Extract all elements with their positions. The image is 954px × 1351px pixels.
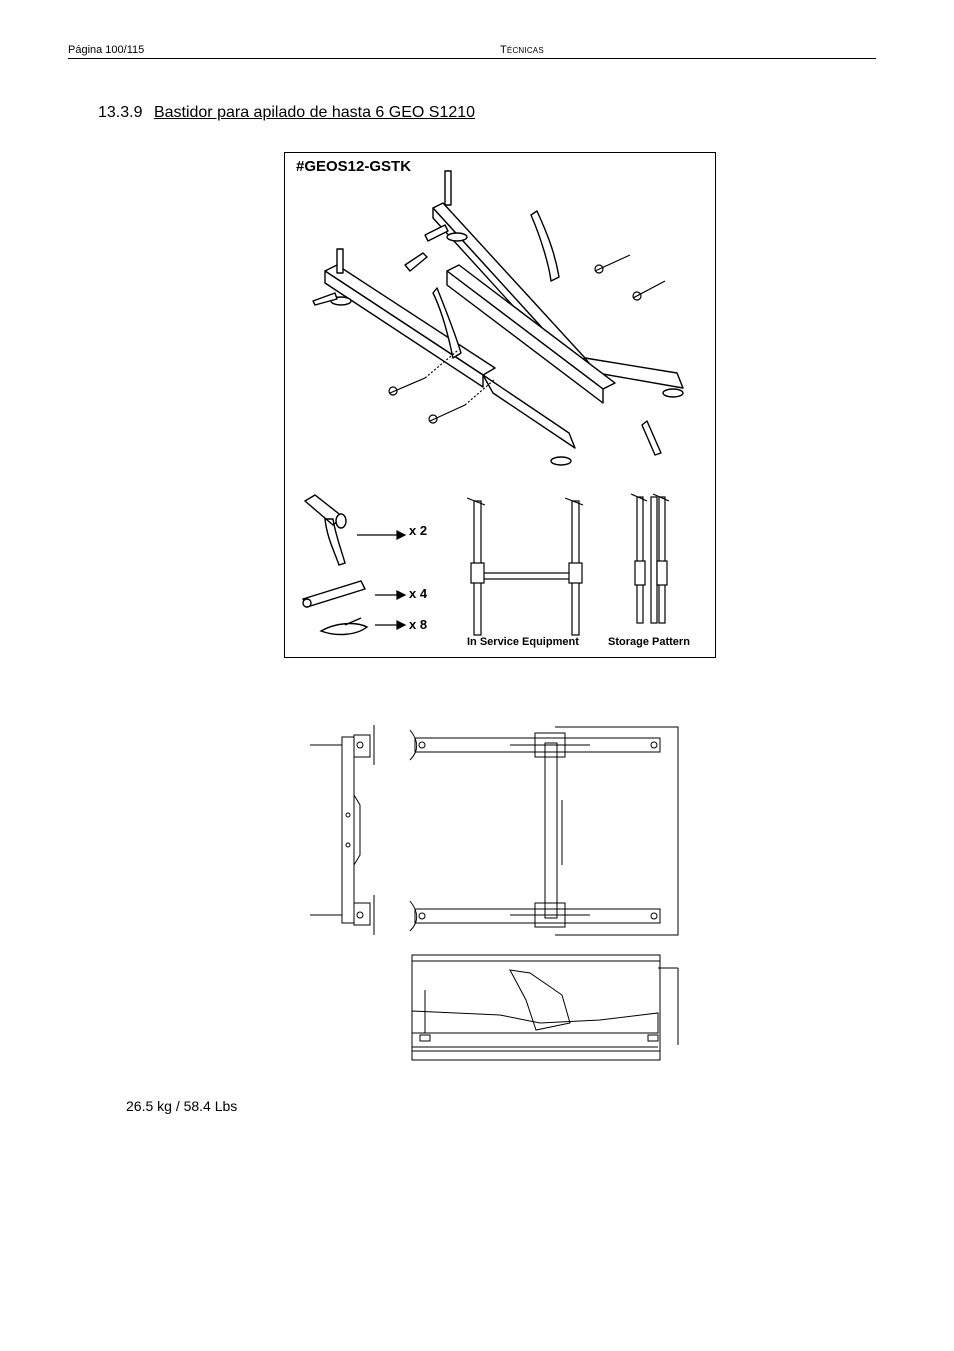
section-number: 13.3.9 bbox=[98, 104, 143, 121]
page-number: Página 100/115 bbox=[68, 44, 145, 56]
front-left-leg-side bbox=[324, 270, 484, 388]
lever-1 bbox=[312, 292, 338, 306]
pin-1 bbox=[389, 377, 426, 394]
side-view-left bbox=[310, 725, 375, 935]
bracket-left bbox=[432, 287, 462, 359]
front-right-leg bbox=[482, 374, 576, 449]
pin-3 bbox=[594, 254, 631, 272]
foot-2 bbox=[446, 232, 468, 242]
lever-2 bbox=[424, 224, 449, 242]
stacking-frame-illustration bbox=[302, 170, 684, 636]
section-header: Técnicas bbox=[500, 44, 544, 56]
foot-4 bbox=[662, 388, 684, 398]
clamp-lever-icon bbox=[303, 494, 346, 566]
qty-clamp: x 2 bbox=[409, 523, 428, 538]
qty-clip: x 8 bbox=[409, 617, 428, 632]
section-title: Bastidor para apilado de hasta 6 GEO S12… bbox=[153, 104, 476, 121]
lever-4 bbox=[641, 420, 662, 456]
pin-2 bbox=[429, 404, 466, 422]
weight-spec: 26.5 kg / 58.4 Lbs bbox=[126, 1098, 238, 1114]
r-clip-icon bbox=[319, 617, 369, 636]
lever-3 bbox=[404, 252, 428, 272]
pin-4 bbox=[632, 280, 666, 299]
section-heading: 13.3.9 Bastidor para apilado de hasta 6 … bbox=[98, 104, 475, 122]
kit-figure: #GEOS12-GSTK bbox=[284, 152, 716, 658]
front-view bbox=[411, 954, 679, 1061]
qty-pin: x 4 bbox=[409, 586, 428, 601]
caption-in-service: In Service Equipment bbox=[467, 636, 579, 648]
storage-leg-1 bbox=[636, 496, 644, 624]
post-right bbox=[444, 170, 452, 206]
kit-code: #GEOS12-GSTK bbox=[296, 158, 412, 175]
service-crossbar bbox=[473, 572, 580, 580]
storage-leg-3 bbox=[658, 496, 666, 624]
technical-drawings bbox=[310, 725, 679, 1061]
pin-icon bbox=[302, 580, 366, 608]
top-view bbox=[409, 726, 679, 936]
bracket-right bbox=[530, 210, 560, 282]
page-header: Página 100/115 Técnicas bbox=[68, 44, 876, 59]
caption-storage: Storage Pattern bbox=[608, 636, 690, 648]
post-left bbox=[336, 248, 344, 274]
foot-3 bbox=[550, 456, 572, 466]
cross-beam-side bbox=[446, 270, 604, 404]
storage-leg-2 bbox=[650, 496, 658, 624]
